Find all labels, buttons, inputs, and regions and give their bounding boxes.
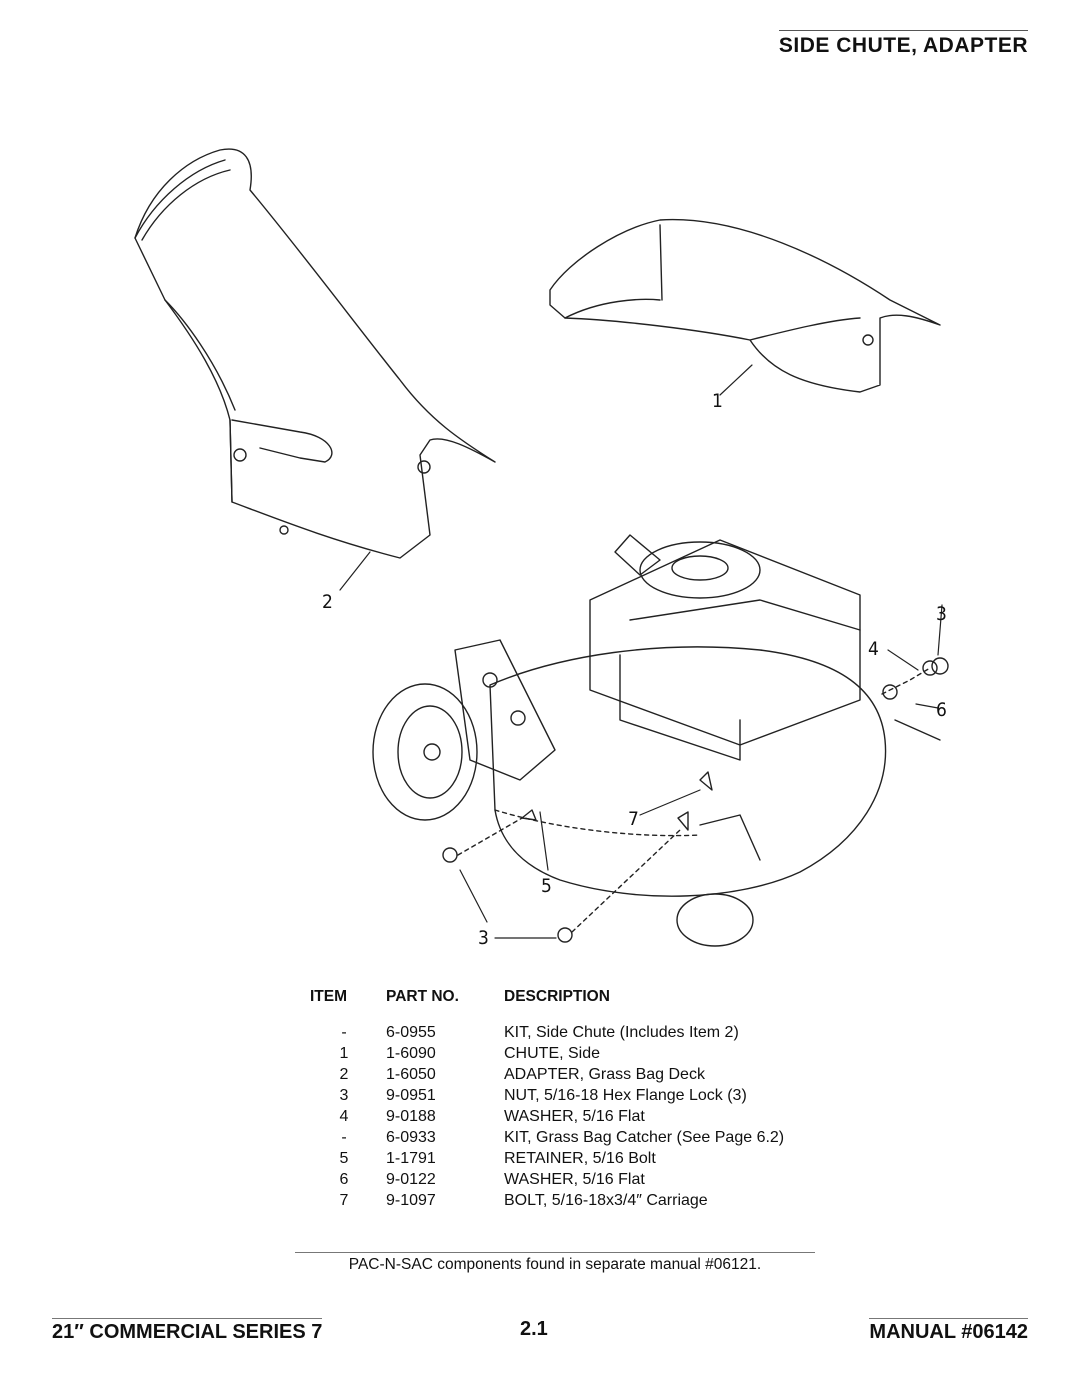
adapter-drawing xyxy=(549,218,941,393)
cell-item: 3 xyxy=(339,1087,349,1104)
cell-item: 2 xyxy=(339,1066,349,1083)
column-header-description: DESCRIPTION xyxy=(504,988,610,1005)
cell-item: - xyxy=(341,1024,347,1041)
cell-part-no: 6-0955 xyxy=(386,1024,436,1041)
cell-part-no: 9-0188 xyxy=(386,1108,436,1125)
table-row: 1 1-6090 CHUTE, Side xyxy=(310,1043,870,1064)
callout-4: 4 xyxy=(868,638,879,660)
cell-description: CHUTE, Side xyxy=(504,1045,601,1062)
table-row: 4 9-0188 WASHER, 5/16 Flat xyxy=(310,1106,870,1127)
cell-description: ADAPTER, Grass Bag Deck xyxy=(504,1066,705,1083)
cell-description: KIT, Side Chute (Includes Item 2) xyxy=(504,1024,739,1041)
cell-item: 7 xyxy=(339,1192,349,1209)
column-header-part-no: PART NO. xyxy=(386,988,459,1005)
column-header-item: ITEM xyxy=(310,988,348,1005)
parts-list-table: ITEM PART NO. DESCRIPTION - 6-0955 KIT, … xyxy=(310,988,870,1211)
table-row: - 6-0955 KIT, Side Chute (Includes Item … xyxy=(310,1022,870,1043)
cell-description: WASHER, 5/16 Flat xyxy=(504,1108,645,1125)
callout-3-upper: 3 xyxy=(936,603,947,625)
cell-part-no: 9-1097 xyxy=(386,1192,436,1209)
callout-leaders xyxy=(339,364,943,939)
table-row: - 6-0933 KIT, Grass Bag Catcher (See Pag… xyxy=(310,1127,870,1148)
table-row: 2 1-6050 ADAPTER, Grass Bag Deck xyxy=(310,1064,870,1085)
cell-item: 4 xyxy=(339,1108,349,1125)
callout-7: 7 xyxy=(628,808,639,830)
table-row: 5 1-1791 RETAINER, 5/16 Bolt xyxy=(310,1148,870,1169)
table-row: 7 9-1097 BOLT, 5/16-18x3/4″ Carriage xyxy=(310,1190,870,1211)
callout-3-lower: 3 xyxy=(478,927,489,949)
callout-labels: 1 2 3 4 6 7 5 3 xyxy=(322,390,947,949)
cell-item: 5 xyxy=(339,1150,349,1167)
cell-description: NUT, 5/16-18 Hex Flange Lock (3) xyxy=(504,1087,747,1104)
cell-part-no: 1-1791 xyxy=(386,1150,436,1167)
cell-part-no: 9-0122 xyxy=(386,1171,436,1188)
cell-item: 6 xyxy=(339,1171,349,1188)
footer-manual-number: MANUAL #06142 xyxy=(869,1318,1028,1344)
cell-description: KIT, Grass Bag Catcher (See Page 6.2) xyxy=(504,1129,785,1146)
table-header-row: ITEM PART NO. DESCRIPTION xyxy=(310,988,870,1022)
cell-description: BOLT, 5/16-18x3/4″ Carriage xyxy=(504,1192,708,1209)
cell-item: 1 xyxy=(339,1045,349,1062)
side-chute-drawing xyxy=(134,148,496,559)
callout-1: 1 xyxy=(712,390,723,412)
exploded-parts-diagram: 1 2 3 4 6 7 5 3 xyxy=(134,148,949,949)
page-title: SIDE CHUTE, ADAPTER xyxy=(778,30,1028,58)
cell-part-no: 9-0951 xyxy=(386,1087,436,1104)
cell-part-no: 1-6050 xyxy=(386,1066,436,1083)
footer-series: 21″ COMMERCIAL SERIES 7 xyxy=(52,1318,323,1344)
table-row: 3 9-0951 NUT, 5/16-18 Hex Flange Lock (3… xyxy=(310,1085,870,1106)
mower-drawing xyxy=(372,534,949,947)
table-row: 6 9-0122 WASHER, 5/16 Flat xyxy=(310,1169,870,1190)
callout-6: 6 xyxy=(936,699,947,721)
footer-page-number: 2.1 xyxy=(520,1318,548,1340)
footnote: PAC-N-SAC components found in separate m… xyxy=(295,1252,815,1274)
cell-part-no: 6-0933 xyxy=(386,1129,436,1146)
cell-description: WASHER, 5/16 Flat xyxy=(504,1171,645,1188)
cell-item: - xyxy=(341,1129,347,1146)
callout-2: 2 xyxy=(322,591,333,613)
cell-description: RETAINER, 5/16 Bolt xyxy=(504,1150,656,1167)
callout-5: 5 xyxy=(541,875,552,897)
cell-part-no: 1-6090 xyxy=(386,1045,436,1062)
